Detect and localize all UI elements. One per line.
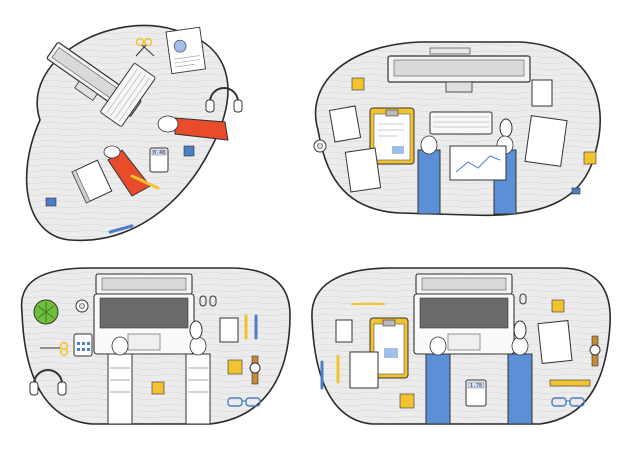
ruler-icon: [549, 379, 591, 387]
document-icon: [349, 319, 573, 389]
arm-right: [185, 336, 211, 425]
headphones-icon: [29, 369, 67, 396]
watch-icon: [249, 355, 261, 385]
arm-left: [103, 145, 151, 197]
clipboard-icon: [369, 317, 409, 379]
calculator-icon: 1.78: [465, 379, 487, 407]
paper-clip-icon: [199, 295, 217, 307]
mouse-icon: [499, 118, 513, 138]
arm-left: [107, 336, 133, 425]
scissors-icon: [135, 37, 155, 57]
sticky-note-icon: [151, 359, 243, 395]
notebook-icon: [71, 159, 113, 204]
desk-panel-3: [20, 267, 291, 425]
desk-panel-1: 0.48: [25, 24, 243, 242]
pen-icon: [244, 314, 258, 340]
desk-panel-2: [313, 41, 601, 217]
sticky-note-icon: [45, 145, 195, 207]
glasses-icon: [227, 397, 261, 407]
sticky-note-icon: [399, 299, 565, 409]
document-icon: [344, 115, 568, 193]
arm-right: [157, 115, 229, 141]
mouse-icon: [513, 320, 527, 340]
clipboard-icon: [369, 107, 415, 165]
tape-icon: [313, 139, 327, 153]
arm-right: [507, 336, 533, 425]
calculator-icon: 0.48: [149, 147, 169, 173]
plant-icon: [33, 299, 59, 325]
watch-icon: [589, 335, 601, 367]
headphones-icon: [205, 87, 243, 113]
arm-left: [425, 336, 451, 425]
glasses-icon: [551, 397, 585, 407]
notebook-icon: [328, 79, 553, 143]
calculator-display: 1.78: [470, 383, 482, 389]
notebook-icon: [219, 317, 239, 343]
mouse-icon: [189, 320, 203, 340]
arm-left: [417, 135, 441, 215]
calculator-icon: [73, 333, 93, 357]
laptop-icon: [413, 273, 515, 355]
calculator-display: 0.48: [153, 150, 165, 156]
document-icon: [165, 26, 207, 75]
scissors-icon: [40, 341, 69, 357]
pen-icon: [320, 303, 385, 390]
notebook-icon: [335, 319, 353, 343]
monitor-icon: [387, 47, 531, 93]
tape-icon: [75, 299, 89, 313]
keyboard-icon: [100, 63, 156, 127]
sticky-note-icon: [351, 77, 597, 195]
paper-clip-icon: [519, 293, 527, 305]
laptop-icon: [93, 273, 195, 355]
keyboard-icon: [429, 111, 493, 135]
desk-panel-4: 1.78: [311, 267, 611, 425]
pen-icon: [108, 174, 160, 234]
